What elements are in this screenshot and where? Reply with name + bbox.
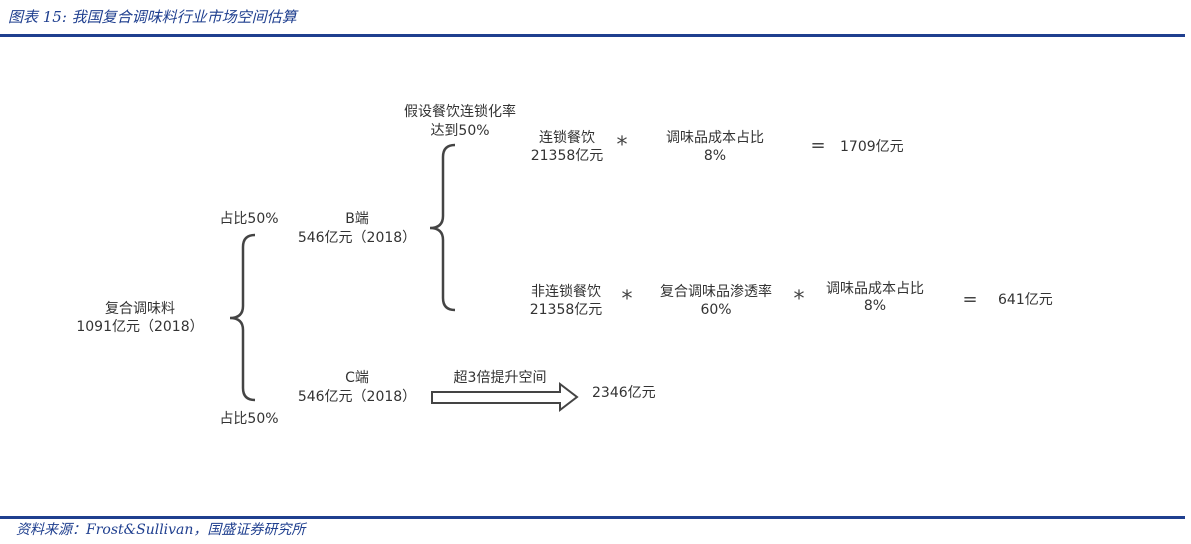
chain-result: 1709亿元 — [840, 139, 904, 155]
footer-divider — [0, 516, 1185, 519]
source-note: 资料来源：Frost&Sullivan，国盛证券研究所 — [16, 522, 306, 538]
assumption-line1: 假设餐饮连锁化率 — [404, 104, 516, 120]
share-top: 占比50% — [219, 211, 279, 227]
penetration-value: 60% — [700, 302, 732, 318]
b-end-name: B端 — [345, 211, 369, 227]
c-end-name: C端 — [345, 370, 369, 386]
root-value: 1091亿元（2018） — [76, 319, 204, 335]
chain-factor-name: 调味品成本占比 — [666, 130, 764, 146]
nonchain-result: 641亿元 — [998, 292, 1053, 308]
root-brace — [229, 233, 256, 402]
equals-sign: = — [810, 135, 826, 156]
growth-label: 超3倍提升空间 — [453, 370, 547, 386]
nonchain-name: 非连锁餐饮 — [531, 284, 601, 300]
chain-factor-value: 8% — [703, 148, 727, 164]
growth-result: 2346亿元 — [592, 385, 656, 401]
multiply-sign: * — [616, 133, 628, 158]
share-bottom: 占比50% — [219, 411, 279, 427]
assumption-line2: 达到50% — [430, 123, 490, 139]
root-name: 复合调味料 — [105, 301, 175, 317]
penetration-name: 复合调味品渗透率 — [660, 284, 772, 300]
figure-title: 图表 15: 我国复合调味料行业市场空间估算 — [8, 8, 297, 26]
chain-value: 21358亿元 — [530, 148, 604, 164]
title-divider — [0, 34, 1185, 37]
multiply-sign: * — [621, 287, 633, 312]
c-end-value: 546亿元（2018） — [297, 389, 417, 405]
growth-arrow — [431, 381, 579, 413]
nonchain-factor-value: 8% — [863, 298, 887, 314]
nonchain-value: 21358亿元 — [529, 302, 603, 318]
nonchain-factor-name: 调味品成本占比 — [826, 281, 924, 297]
chain-name: 连锁餐饮 — [539, 130, 595, 146]
multiply-sign: * — [793, 287, 805, 312]
b-end-value: 546亿元（2018） — [297, 230, 417, 246]
b-end-brace — [429, 143, 456, 312]
equals-sign: = — [962, 289, 978, 310]
